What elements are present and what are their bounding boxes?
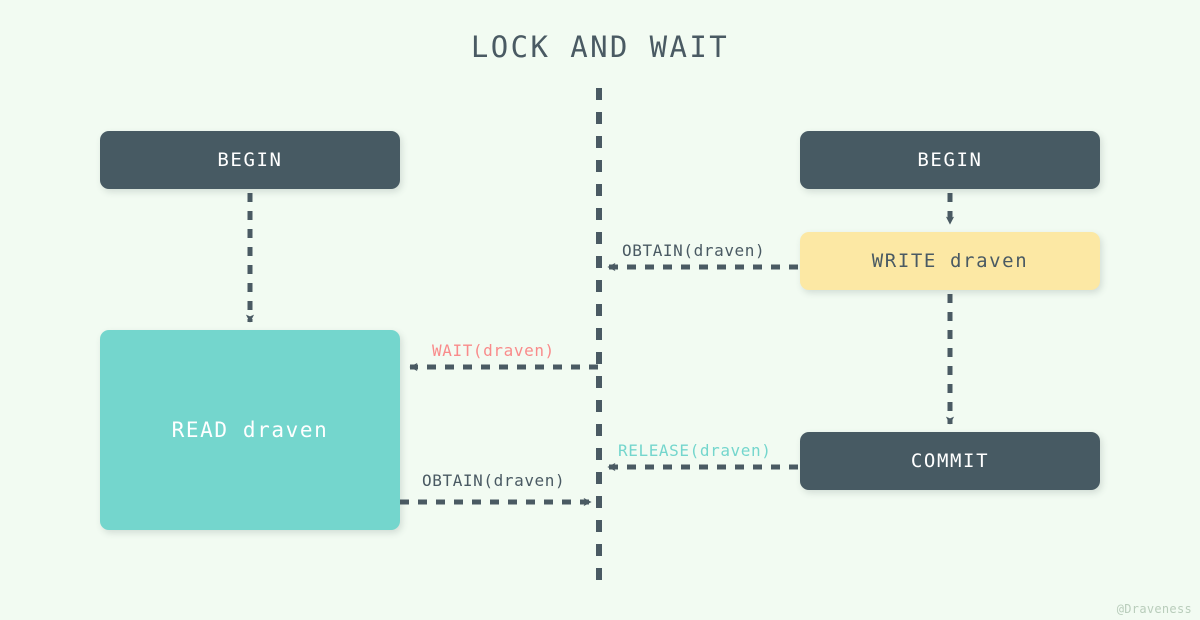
node-write-draven[interactable]: WRITE draven [800, 232, 1100, 290]
edge-label-read-obtain-lock: OBTAIN(draven) [422, 471, 566, 490]
node-begin-right[interactable]: BEGIN [800, 131, 1100, 189]
node-read-draven[interactable]: READ draven [100, 330, 400, 530]
node-read-draven-label: READ draven [171, 418, 329, 442]
node-write-draven-label: WRITE draven [871, 250, 1029, 272]
node-begin-left[interactable]: BEGIN [100, 131, 400, 189]
node-begin-right-label: BEGIN [917, 149, 983, 171]
diagram-title: LOCK AND WAIT [470, 30, 730, 64]
edge-label-write-obtain-lock: OBTAIN(draven) [622, 241, 766, 260]
node-begin-left-label: BEGIN [217, 149, 283, 171]
node-commit[interactable]: COMMIT [800, 432, 1100, 490]
edge-label-read-wait-lock: WAIT(draven) [432, 341, 555, 360]
node-commit-label: COMMIT [910, 450, 990, 472]
watermark: @Draveness [1116, 602, 1192, 616]
edge-label-commit-release-lock: RELEASE(draven) [618, 441, 772, 460]
